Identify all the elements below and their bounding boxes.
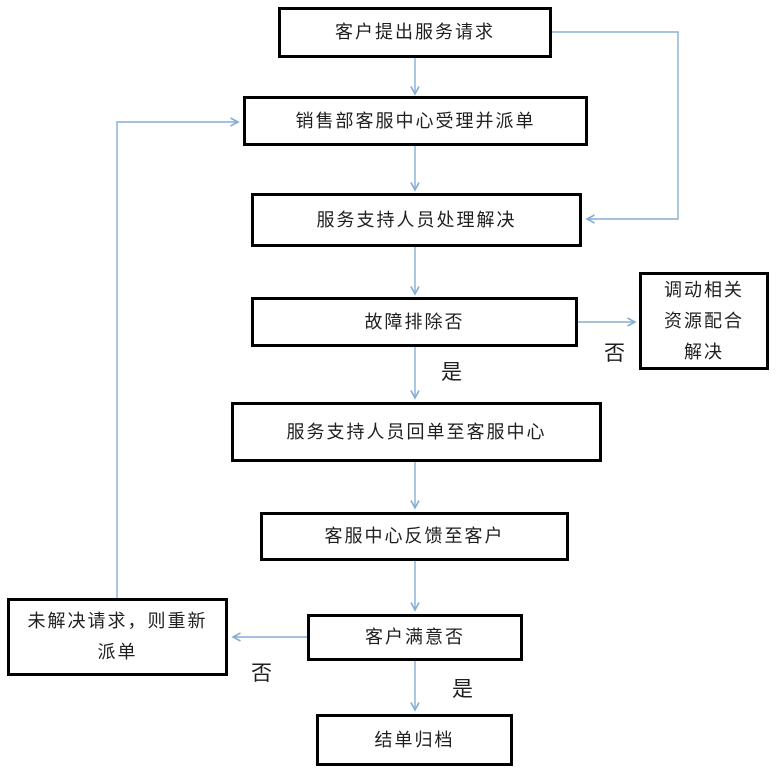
node-close-archive: 结单归档 bbox=[316, 714, 513, 766]
node-center-dispatch: 销售部客服中心受理并派单 bbox=[243, 96, 588, 146]
node-mobilize-resources: 调动相关 资源配合 解决 bbox=[639, 272, 769, 370]
node-customer-request: 客户提出服务请求 bbox=[278, 7, 552, 58]
node-feedback-customer: 客服中心反馈至客户 bbox=[260, 512, 569, 561]
edge-redispatch-to-dispatch-loop bbox=[116, 117, 240, 598]
edge-label-fault-yes: 是 bbox=[441, 360, 462, 384]
edge-label-satisfied-no: 否 bbox=[251, 661, 272, 685]
node-redispatch: 未解决请求，则重新 派单 bbox=[7, 598, 228, 676]
node-support-resolve: 服务支持人员处理解决 bbox=[251, 193, 582, 247]
edge-label-fault-no: 否 bbox=[604, 341, 625, 365]
node-return-ticket: 服务支持人员回单至客服中心 bbox=[231, 402, 602, 462]
node-fault-cleared: 故障排除否 bbox=[251, 297, 578, 347]
edge-label-satisfied-yes: 是 bbox=[452, 677, 473, 701]
node-customer-satisfied: 客户满意否 bbox=[307, 614, 523, 661]
